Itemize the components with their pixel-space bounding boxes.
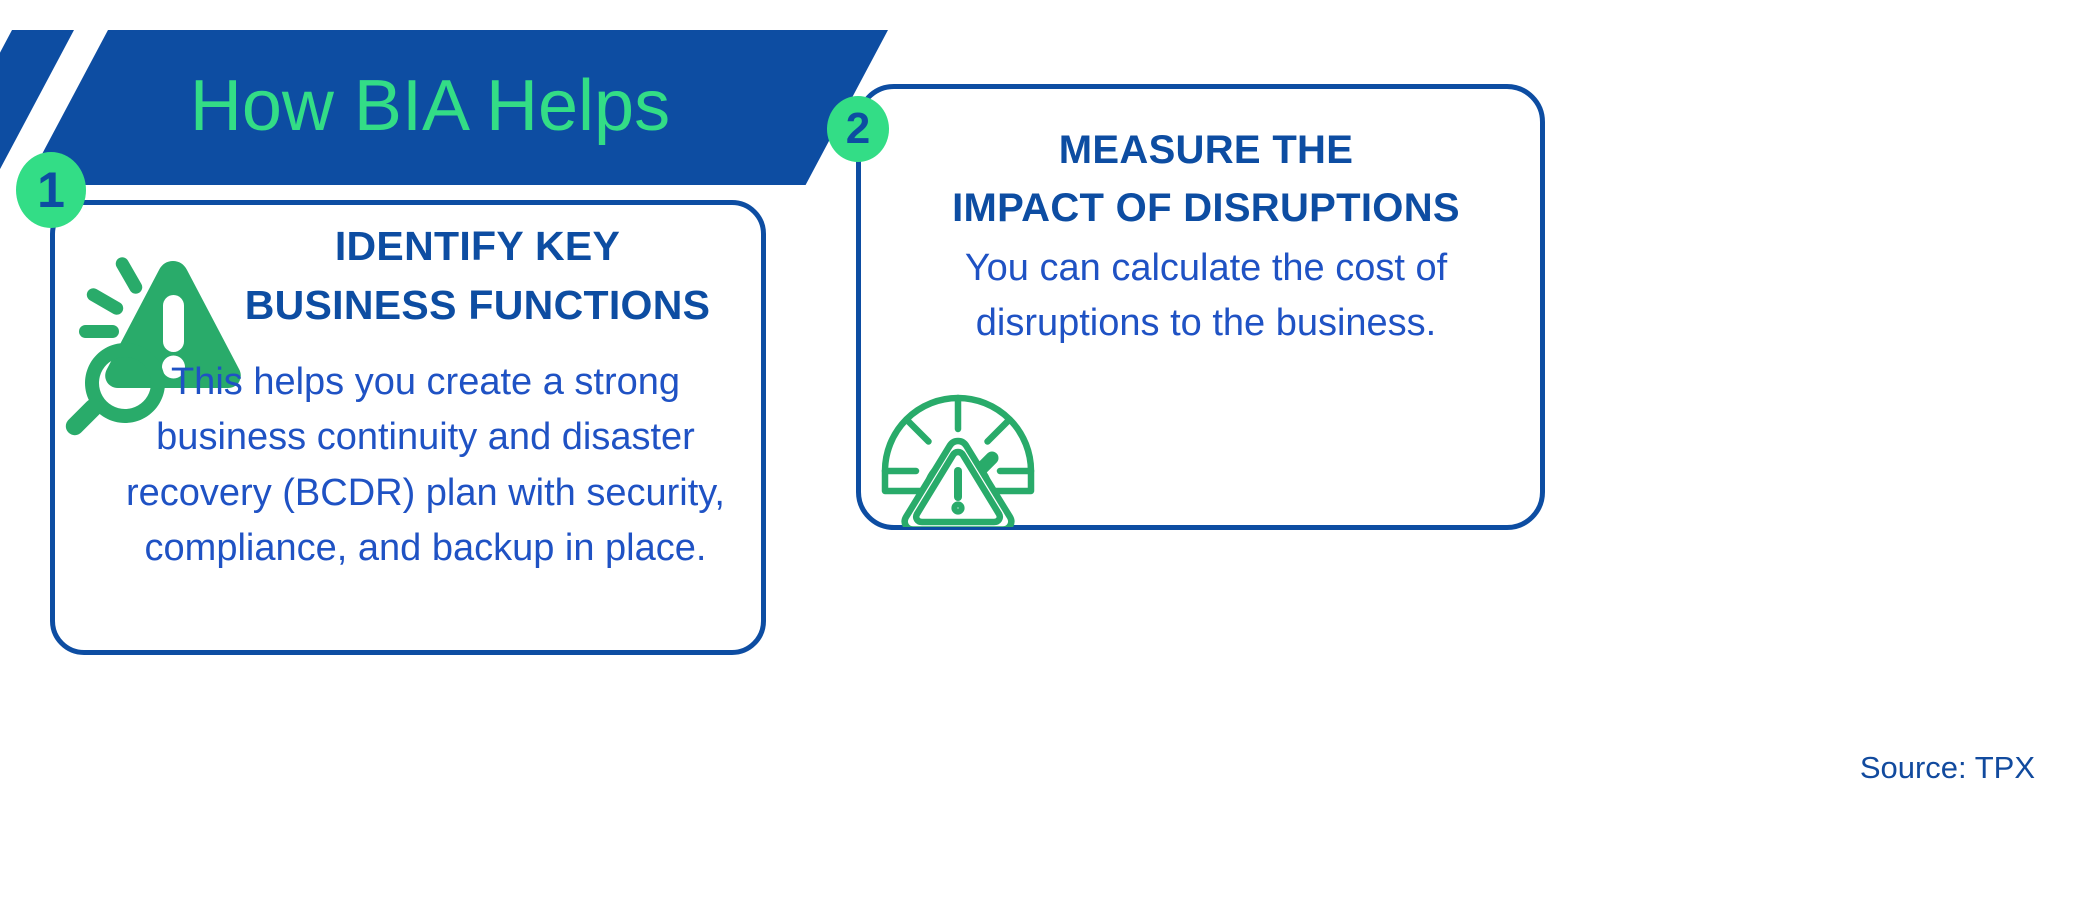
- gauge-alert-icon: [873, 375, 1043, 533]
- card-identify-key-business-functions: IDENTIFY KEY BUSINESS FUNCTIONS This hel…: [50, 200, 766, 655]
- card-2-body-text: You can calculate the cost of disruption…: [964, 247, 1448, 345]
- card-2-number-badge: 2: [827, 96, 889, 162]
- card-1-number-badge: 1: [16, 152, 86, 228]
- page-title: How BIA Helps: [189, 66, 671, 146]
- magnifier-alert-icon: [61, 247, 251, 437]
- card-2-heading-line-1: MEASURE THE: [1058, 128, 1354, 172]
- header-banner: How BIA Helps: [0, 0, 1020, 200]
- card-1-body-text: This helps you create a strong business …: [125, 361, 725, 570]
- card-1-heading: IDENTIFY KEY BUSINESS FUNCTIONS: [205, 217, 750, 334]
- source-attribution: Source: TPX: [1859, 750, 2035, 785]
- card-2-heading-line-2: IMPACT OF DISRUPTIONS: [952, 186, 1460, 230]
- card-1-heading-line-2: BUSINESS FUNCTIONS: [244, 281, 711, 328]
- card-2-heading: MEASURE THE IMPACT OF DISRUPTIONS: [921, 121, 1491, 237]
- card-measure-impact-of-disruptions: MEASURE THE IMPACT OF DISRUPTIONS You ca…: [856, 84, 1545, 533]
- card-1-heading-line-1: IDENTIFY KEY: [334, 223, 621, 269]
